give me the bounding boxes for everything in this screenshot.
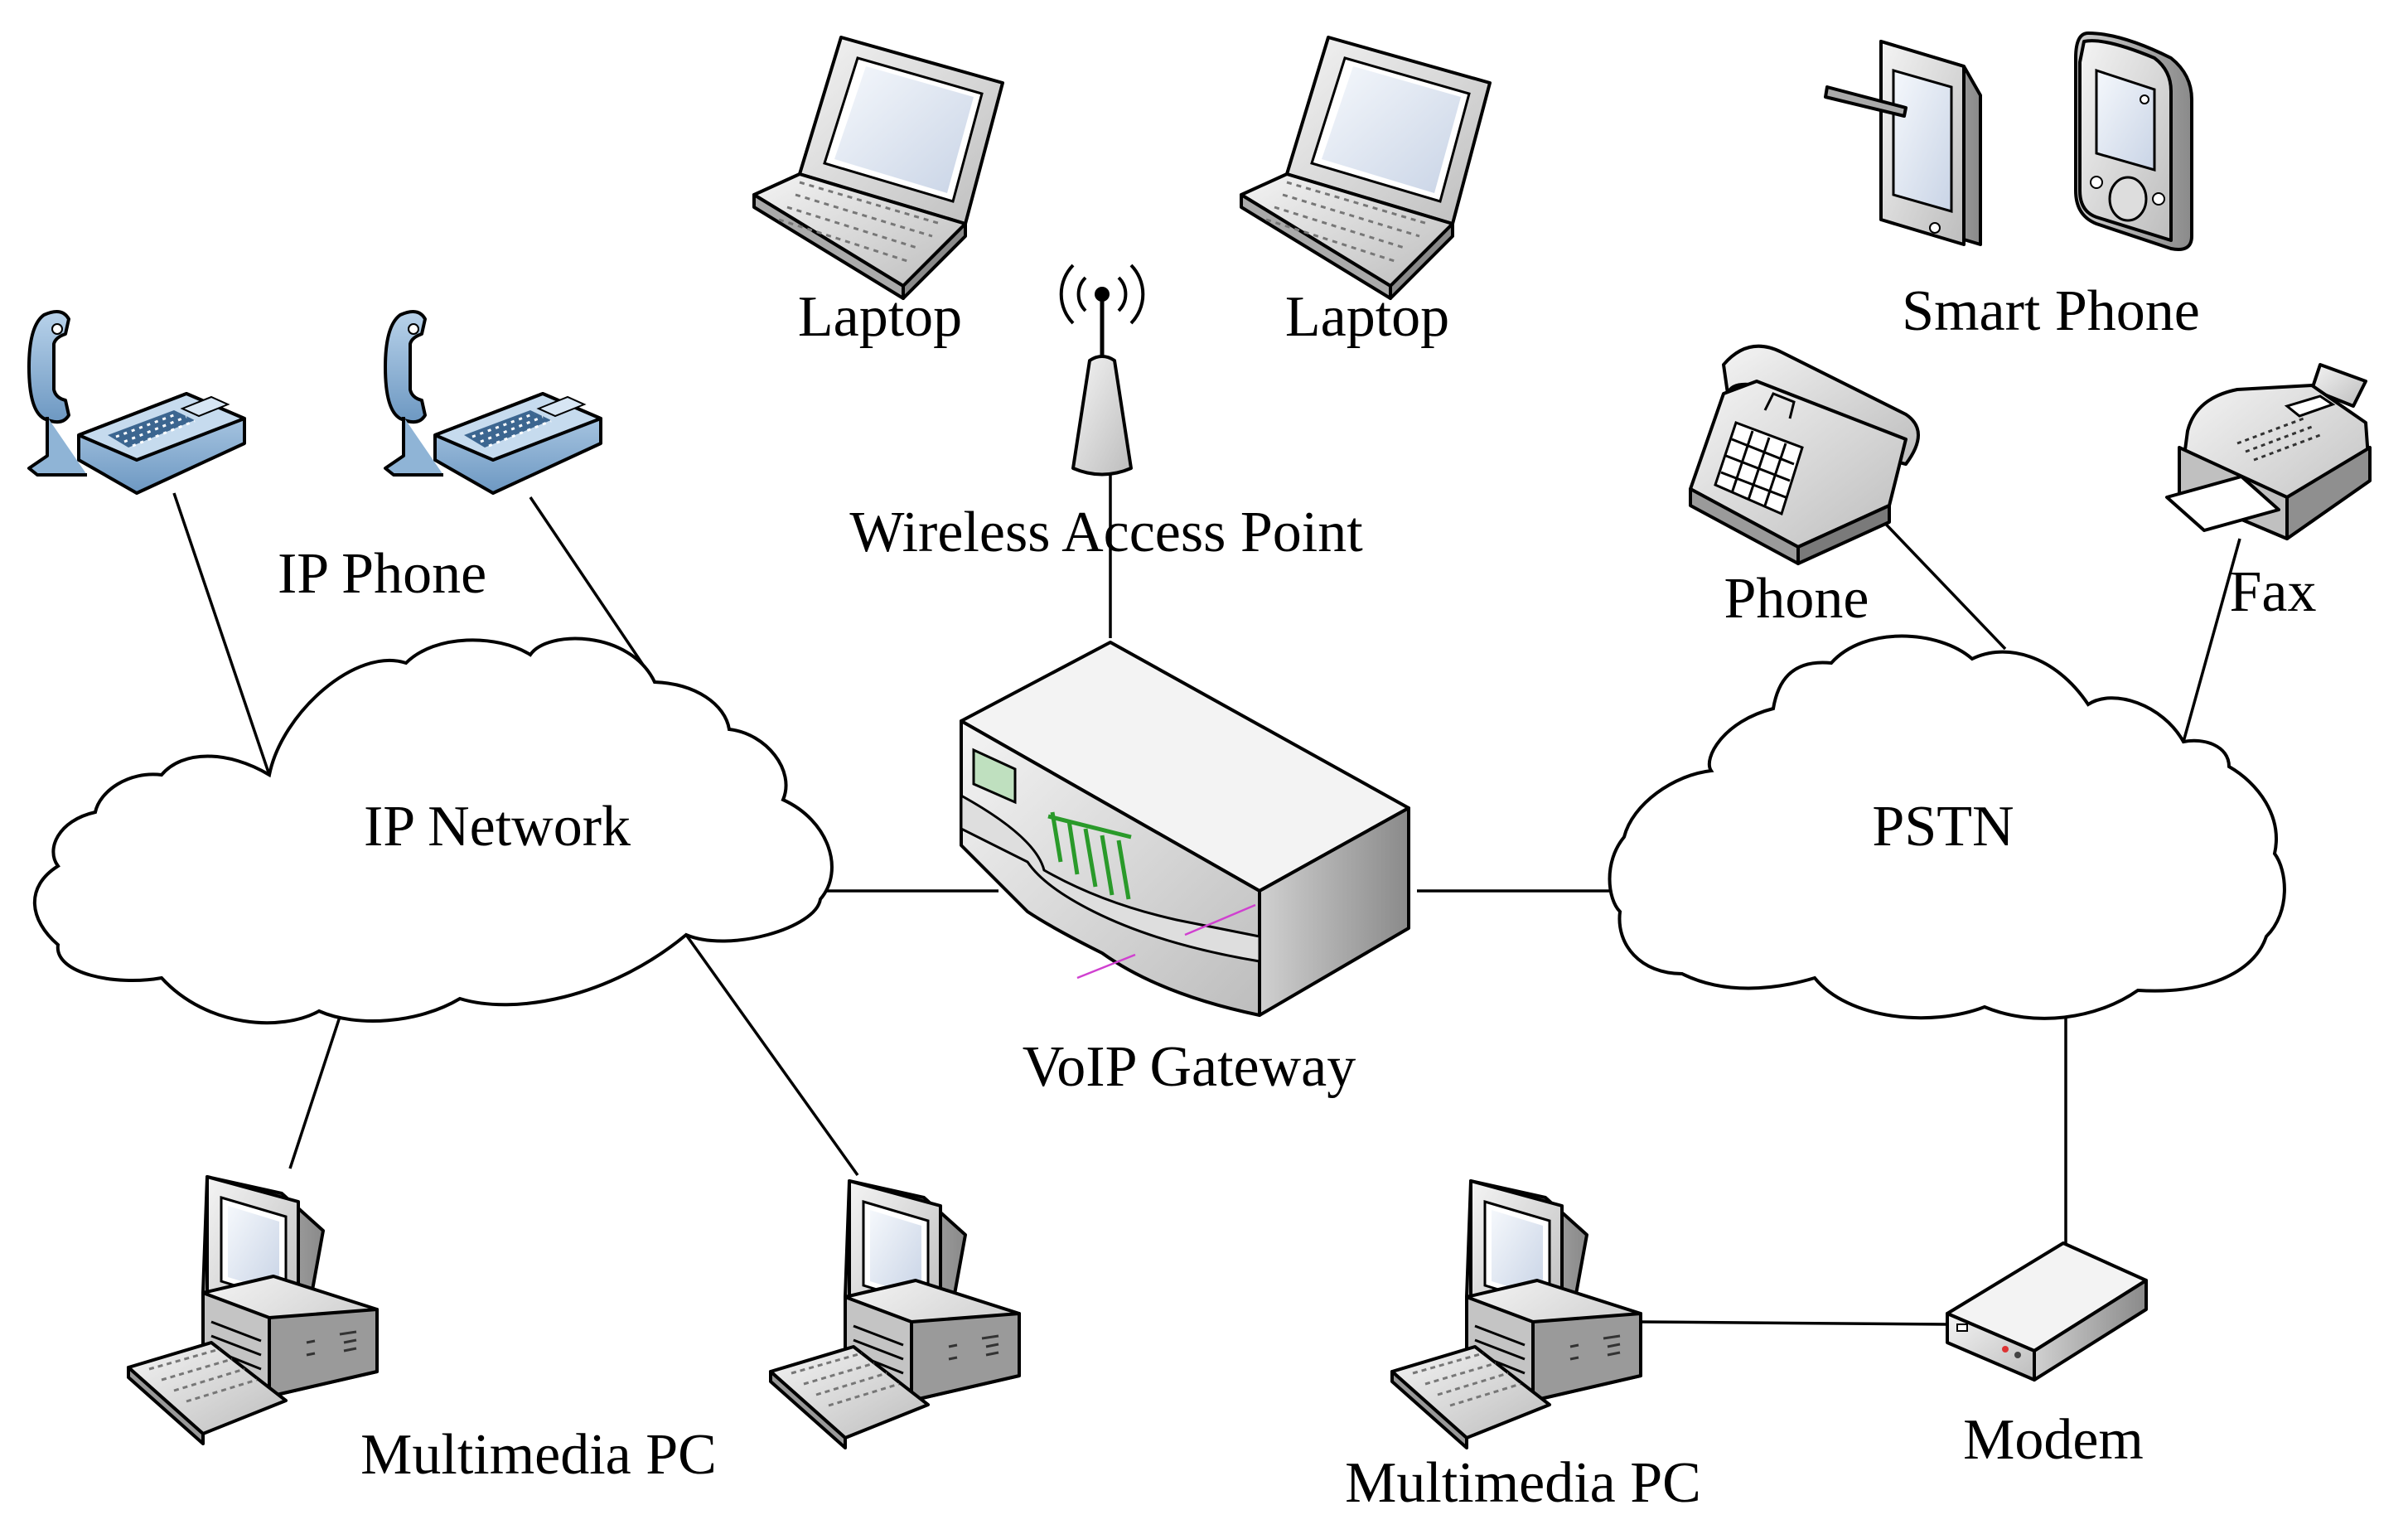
gateway-icon xyxy=(960,641,1410,1017)
laptop-icon xyxy=(1240,36,1492,300)
link-ipphone2-network xyxy=(529,496,656,683)
cloud-icon xyxy=(1608,634,2286,1020)
laptop-left-label: Laptop xyxy=(798,285,962,349)
multimedia-pc-left-label: Multimedia PC xyxy=(360,1423,717,1487)
wireless-access-point: Wireless Access Point xyxy=(849,264,1363,564)
ip-phone-icon xyxy=(384,310,602,495)
ip-phone-icon xyxy=(27,310,246,495)
wap-label: Wireless Access Point xyxy=(849,501,1363,564)
pda-icon xyxy=(2074,31,2193,251)
phone: Phone xyxy=(1689,344,1920,631)
voip-gateway-label: VoIP Gateway xyxy=(1023,1035,1356,1099)
phone-label: Phone xyxy=(1724,567,1869,631)
link-network-pc2 xyxy=(684,933,859,1177)
fax-icon xyxy=(2165,363,2372,540)
multimedia-pc-left-1 xyxy=(127,1175,379,1445)
link-ipphone1-network xyxy=(172,492,271,776)
fax-label: Fax xyxy=(2230,560,2317,624)
ip-phone-left xyxy=(27,310,246,495)
modem-label: Modem xyxy=(1963,1408,2144,1472)
link-pc-modem xyxy=(1640,1320,1948,1326)
smart-phone-label: Smart Phone xyxy=(1902,279,2200,343)
laptop-right: Laptop xyxy=(1240,36,1492,349)
telephone-icon xyxy=(1689,344,1920,565)
tablet-icon xyxy=(1824,40,1982,246)
laptop-left: Laptop xyxy=(752,36,1004,349)
pstn-label: PSTN xyxy=(1872,795,2014,859)
ip-phone-label: IP Phone xyxy=(278,542,486,606)
ip-network-label: IP Network xyxy=(364,795,631,859)
desktop-pc-icon xyxy=(127,1175,379,1445)
smart-phone: Smart Phone xyxy=(1824,31,2200,343)
multimedia-pc-left-2 xyxy=(769,1179,1021,1449)
fax: Fax xyxy=(2165,363,2372,624)
modem-icon xyxy=(1946,1241,2148,1382)
ip-phone-right xyxy=(384,310,602,495)
multimedia-pc-right: Multimedia PC xyxy=(1345,1179,1701,1515)
laptop-icon xyxy=(752,36,1004,300)
link-fax-pstn xyxy=(2182,538,2241,743)
multimedia-pc-right-label: Multimedia PC xyxy=(1345,1451,1701,1515)
modem: Modem xyxy=(1946,1241,2148,1472)
voip-gateway: VoIP Gateway xyxy=(960,641,1410,1099)
desktop-pc-icon xyxy=(1390,1179,1642,1449)
laptop-right-label: Laptop xyxy=(1285,285,1449,349)
pstn-cloud: PSTN xyxy=(1608,634,2286,1020)
ip-network-cloud: IP Network xyxy=(32,636,834,1025)
desktop-pc-icon xyxy=(769,1179,1021,1449)
cloud-icon xyxy=(32,636,834,1025)
antenna-icon xyxy=(1059,264,1145,477)
